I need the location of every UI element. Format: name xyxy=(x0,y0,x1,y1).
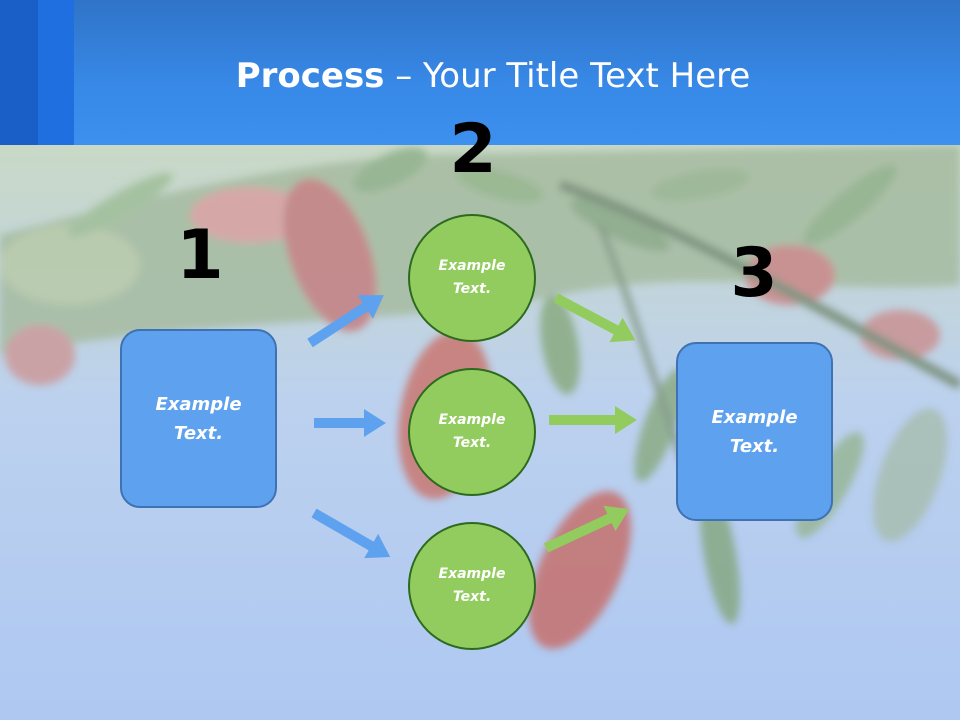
process-circle-2: Example Text. xyxy=(408,368,536,496)
circle-text: Example Text. xyxy=(434,255,510,301)
process-circle-1: Example Text. xyxy=(408,214,536,342)
right-box-text: Example Text. xyxy=(705,403,805,461)
left-text-box: Example Text. xyxy=(120,329,277,508)
circle-text: Example Text. xyxy=(434,563,510,609)
slide-title: Process – Your Title Text Here xyxy=(0,54,960,98)
step-number-3: 3 xyxy=(714,240,794,308)
step-number-2: 2 xyxy=(433,116,513,184)
title-bold: Process xyxy=(236,56,385,96)
circle-text: Example Text. xyxy=(434,409,510,455)
title-rest: – Your Title Text Here xyxy=(384,56,750,96)
step-number-1: 1 xyxy=(160,222,240,290)
right-text-box: Example Text. xyxy=(676,342,833,521)
process-circle-3: Example Text. xyxy=(408,522,536,650)
left-box-text: Example Text. xyxy=(149,390,249,448)
